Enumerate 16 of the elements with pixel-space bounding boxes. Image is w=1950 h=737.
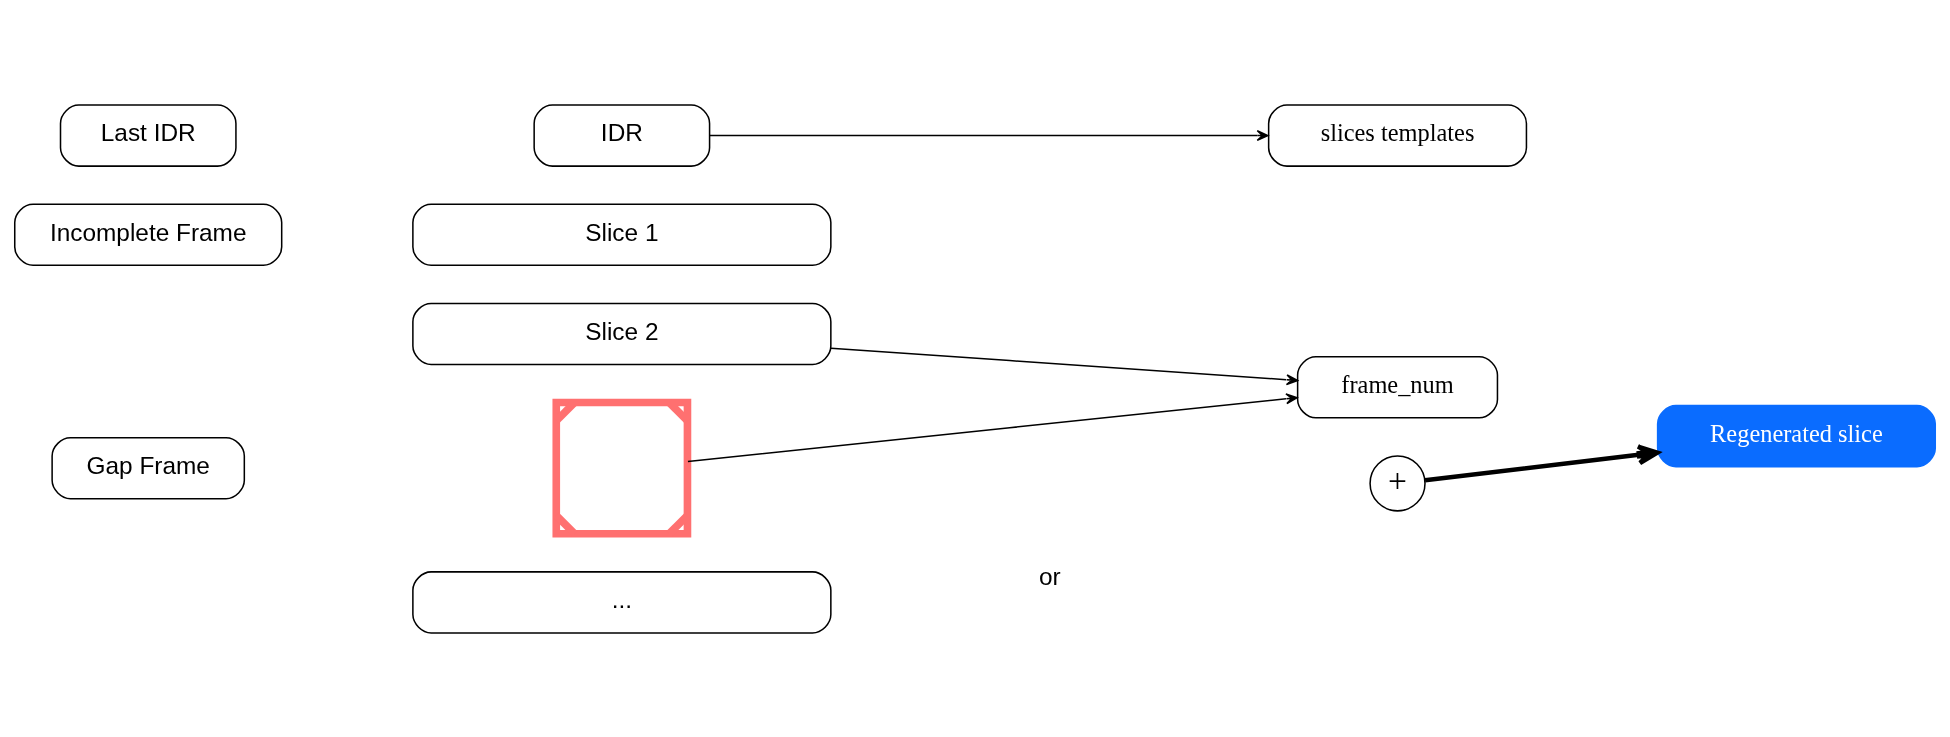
arrow <box>830 347 1299 385</box>
node-box: frame_num <box>1296 355 1499 419</box>
arrow <box>687 392 1298 462</box>
node-box: ... <box>412 570 832 634</box>
label: or <box>1038 562 1061 590</box>
arrow <box>1424 443 1660 483</box>
node-box: Incomplete Frame <box>14 203 283 266</box>
node-box: Gap Frame <box>51 436 246 499</box>
arrow <box>709 129 1269 141</box>
node-box: slices templates <box>1267 103 1528 167</box>
node-box: Slice 1 <box>412 203 832 266</box>
node-box: IDR <box>533 103 711 167</box>
node-box: Last IDR <box>59 103 237 167</box>
node-box: Regenerated slice <box>1656 404 1936 467</box>
node-box: Slice 2 <box>412 302 832 365</box>
node-circle: + <box>1369 454 1426 512</box>
